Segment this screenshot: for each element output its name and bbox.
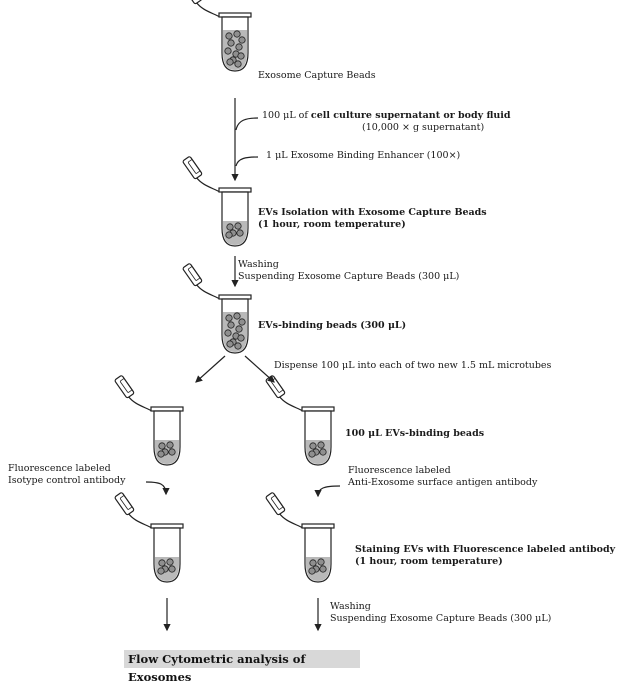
bead (234, 222, 242, 230)
isolation-line2: (1 hour, room temperature) (258, 219, 406, 230)
tube-binding-beads (182, 263, 252, 354)
arrow-right-antibody (314, 485, 341, 498)
arrows-layer (145, 98, 341, 632)
bead (235, 43, 243, 51)
capture-beads-label: Exosome Capture Beads (258, 70, 376, 81)
add-sample-note: (10,000 × g supernatant) (362, 122, 485, 133)
flow-cytometry-result: Flow Cytometric analysis of Exosomes (124, 650, 360, 684)
bead (317, 441, 325, 449)
bead (225, 314, 233, 322)
bead (317, 558, 325, 566)
bead (158, 442, 166, 450)
bead (237, 334, 245, 342)
staining-line2: (1 hour, room temperature) (355, 556, 503, 567)
bead (234, 342, 242, 350)
right-antibody-line2: Anti-Exosome surface antigen antibody (348, 477, 538, 488)
suspending-1: Suspending Exosome Capture Beads (300 μL… (238, 271, 460, 282)
enhancer-label: 1 μL Exosome Binding Enhancer (100×) (266, 150, 461, 161)
bead (226, 58, 234, 66)
bead (157, 567, 165, 575)
staining-line1: Staining EVs with Fluorescence labeled a… (355, 544, 616, 555)
add-sample-prefix: 100 μL of (262, 110, 311, 121)
dispense-label: Dispense 100 μL into each of two new 1.5… (274, 360, 552, 371)
arrow-split-left (195, 355, 226, 383)
bead (226, 340, 234, 348)
bead (236, 229, 244, 237)
arrow-split-right (244, 355, 275, 383)
left-antibody-line2: Isotype control antibody (8, 475, 126, 486)
bead (235, 325, 243, 333)
bead (224, 47, 232, 55)
join-enhancer (235, 156, 259, 167)
binding-100-label: 100 μL EVs-binding beads (345, 428, 485, 439)
bead (225, 32, 233, 40)
isolation-line1: EVs Isolation with Exosome Capture Beads (258, 207, 487, 218)
tube-isolation (182, 156, 252, 247)
join-sample (235, 117, 259, 131)
bead (308, 567, 316, 575)
tube-left-2 (114, 492, 184, 583)
tube-right-1 (265, 375, 335, 466)
suspending-2: Suspending Exosome Capture Beads (300 μL… (330, 613, 552, 624)
bead (233, 30, 241, 38)
bead (226, 223, 234, 231)
bead (168, 448, 176, 456)
washing-1: Washing (238, 259, 279, 270)
bead (166, 558, 174, 566)
washing-2: Washing (330, 601, 371, 612)
tube-capture-beads (182, 0, 252, 72)
bead (227, 321, 235, 329)
bead (225, 231, 233, 239)
bead (227, 39, 235, 47)
add-sample-bold: cell culture supernatant or body fluid (310, 110, 511, 121)
bead (309, 559, 317, 567)
bead (238, 318, 246, 326)
bead (234, 60, 242, 68)
tube-left-1 (114, 375, 184, 466)
bead (158, 559, 166, 567)
tube-right-2 (265, 492, 335, 583)
bead (309, 442, 317, 450)
bead (319, 448, 327, 456)
bead (157, 450, 165, 458)
bead (319, 565, 327, 573)
bead (238, 36, 246, 44)
arrow-left-antibody (145, 481, 170, 496)
right-antibody-line1: Fluorescence labeled (348, 465, 451, 476)
bead (166, 441, 174, 449)
workflow-diagram (114, 0, 341, 632)
left-antibody-line1: Fluorescence labeled (8, 463, 111, 474)
bead (237, 52, 245, 60)
bead (233, 312, 241, 320)
add-sample-label: 100 μL of cell culture supernatant or bo… (262, 110, 511, 122)
bead (168, 565, 176, 573)
bead (308, 450, 316, 458)
tubes-layer (114, 0, 335, 583)
binding-beads-label: EVs-binding beads (300 μL) (258, 320, 407, 331)
bead (224, 329, 232, 337)
